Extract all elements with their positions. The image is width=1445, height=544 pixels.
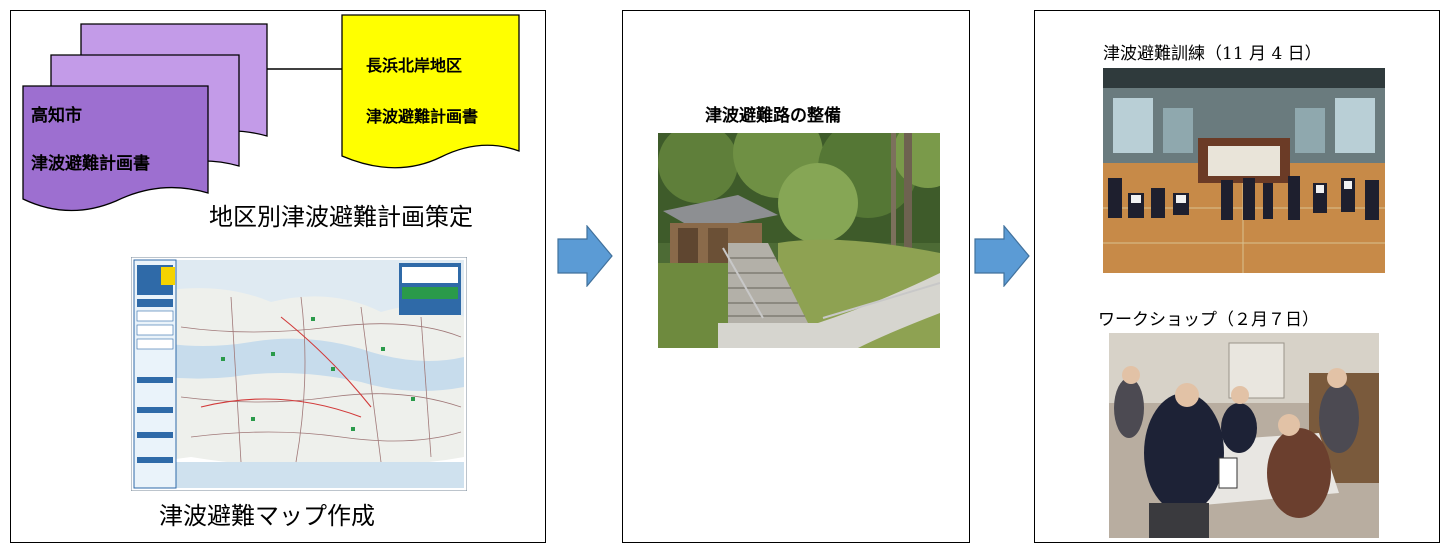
evacuation-route-photo xyxy=(658,133,940,348)
flow-arrow-2-icon xyxy=(974,225,1030,287)
plan-caption: 地区別津波避難計画策定 xyxy=(209,203,473,231)
city-plan-doc-title: 高知市 xyxy=(31,106,82,126)
panel-evacuation-route: 津波避難路の整備 xyxy=(622,10,970,543)
map-caption: 津波避難マップ作成 xyxy=(159,502,375,530)
district-plan-doc-subtitle: 津波避難計画書 xyxy=(366,107,479,126)
drill-caption: 津波避難訓練（11 月 4 日） xyxy=(1103,44,1322,64)
evacuation-map-image xyxy=(131,257,467,491)
panel-drills-workshops: 津波避難訓練（11 月 4 日） ワ xyxy=(1034,10,1440,543)
document-stack-icon xyxy=(22,14,520,212)
workshop-caption: ワークショップ（２月７日） xyxy=(1098,310,1319,330)
evacuation-drill-photo xyxy=(1103,68,1385,273)
district-plan-doc-title: 長浜北岸地区 xyxy=(366,56,463,75)
panel-evacuation-planning: 高知市 津波避難計画書 長浜北岸地区 津波避難計画書 地区別津波避難計画策定 xyxy=(10,10,546,543)
flow-arrow-1-icon xyxy=(557,225,613,287)
middle-panel-title: 津波避難路の整備 xyxy=(705,106,841,126)
city-plan-doc-subtitle: 津波避難計画書 xyxy=(31,154,150,174)
workshop-photo xyxy=(1109,333,1379,538)
